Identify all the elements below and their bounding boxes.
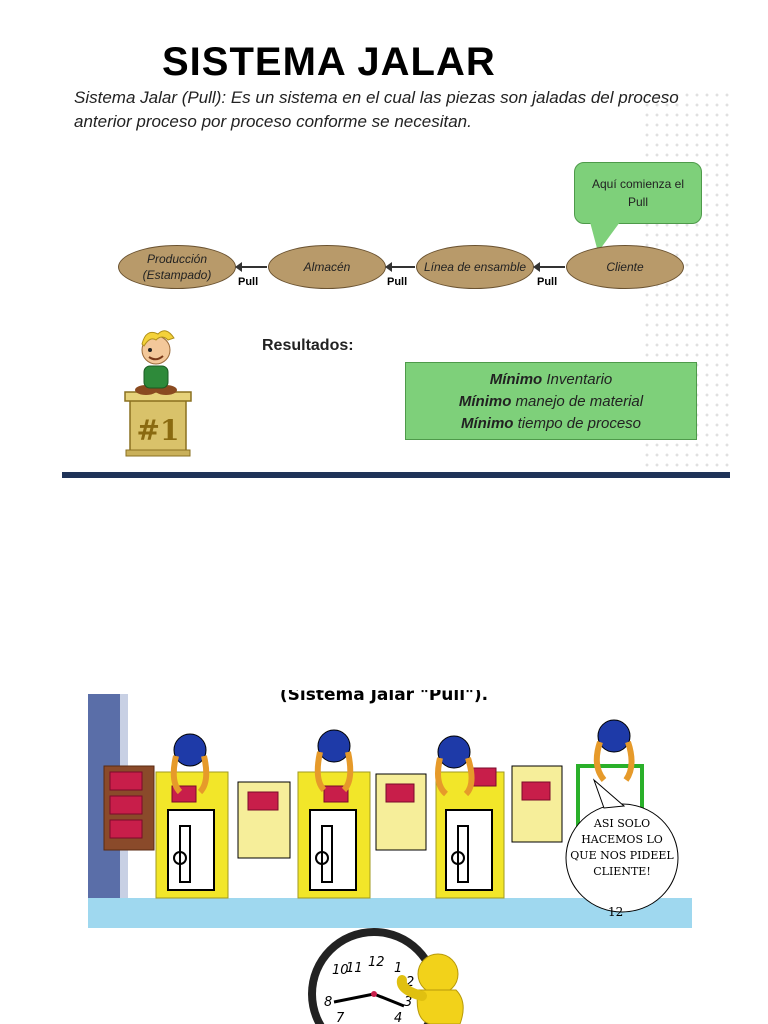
buffer-bin-3 [511, 765, 563, 843]
yellow-figure-illustration [396, 953, 464, 1024]
flow-node-almacen: Almacén [268, 245, 386, 289]
svg-text:1: 1 [394, 961, 402, 976]
customer-speech-bubble: ASI SOLO HACEMOS LO QUE NOS PIDEEL CLIEN… [565, 778, 679, 913]
svg-text:#1: #1 [137, 414, 180, 447]
slide-footer-bar [62, 472, 730, 478]
result-item: Mínimo Inventario [489, 371, 613, 388]
slide-sistema-jalar: SISTEMA JALAR Sistema Jalar (Pull): Es u… [0, 0, 768, 490]
slide-title: SISTEMA JALAR [162, 40, 496, 84]
svg-text:10: 10 [332, 963, 349, 978]
result-item: Mínimo manejo de material [458, 393, 644, 410]
pull-label: Pull [238, 276, 259, 288]
flow-node-linea-ensamble: Línea de ensamble [416, 245, 534, 289]
results-label: Resultados: [262, 337, 354, 354]
arrow-left-icon [235, 262, 267, 272]
workstation-3 [435, 735, 505, 899]
workstation-1 [155, 733, 229, 899]
svg-text:3: 3 [404, 995, 412, 1010]
winner-podium-illustration: #1 [124, 330, 192, 457]
result-item: Mínimo tiempo de proceso [460, 415, 642, 432]
workstation-2 [297, 729, 371, 899]
pull-label: Pull [537, 276, 558, 288]
speech-text: ASI SOLO HACEMOS LO QUE NOS PIDEEL CLIEN… [570, 817, 674, 878]
svg-text:12: 12 [368, 955, 385, 970]
svg-text:7: 7 [336, 1011, 345, 1024]
svg-text:8: 8 [324, 995, 332, 1010]
buffer-bin-1 [237, 781, 291, 859]
raw-material-pallet [103, 765, 155, 851]
slide-description: Sistema Jalar (Pull): Es un sistema en e… [74, 88, 679, 131]
page-number: 12 [608, 905, 623, 919]
flow-node-produccion: Producción (Estampado) [118, 245, 236, 289]
pull-label: Pull [387, 276, 408, 288]
flow-node-cliente: Cliente [566, 245, 684, 289]
results-box: Mínimo Inventario Mínimo manejo de mater… [405, 362, 697, 440]
arrow-left-icon [385, 262, 415, 272]
svg-text:11: 11 [346, 961, 363, 976]
arrow-left-icon [533, 262, 565, 272]
callout-pull-start: Aquí comienza el Pull [574, 162, 702, 224]
buffer-bin-2 [375, 773, 427, 851]
pull-system-illustration: (Sistema Jalar "Pull"). [88, 690, 692, 1024]
svg-text:4: 4 [394, 1011, 402, 1024]
clock-illustration: 11 12 1 10 2 8 3 7 4 [308, 928, 440, 1024]
illustration-caption: (Sistema Jalar "Pull"). [280, 690, 488, 705]
svg-text:2: 2 [406, 975, 414, 990]
